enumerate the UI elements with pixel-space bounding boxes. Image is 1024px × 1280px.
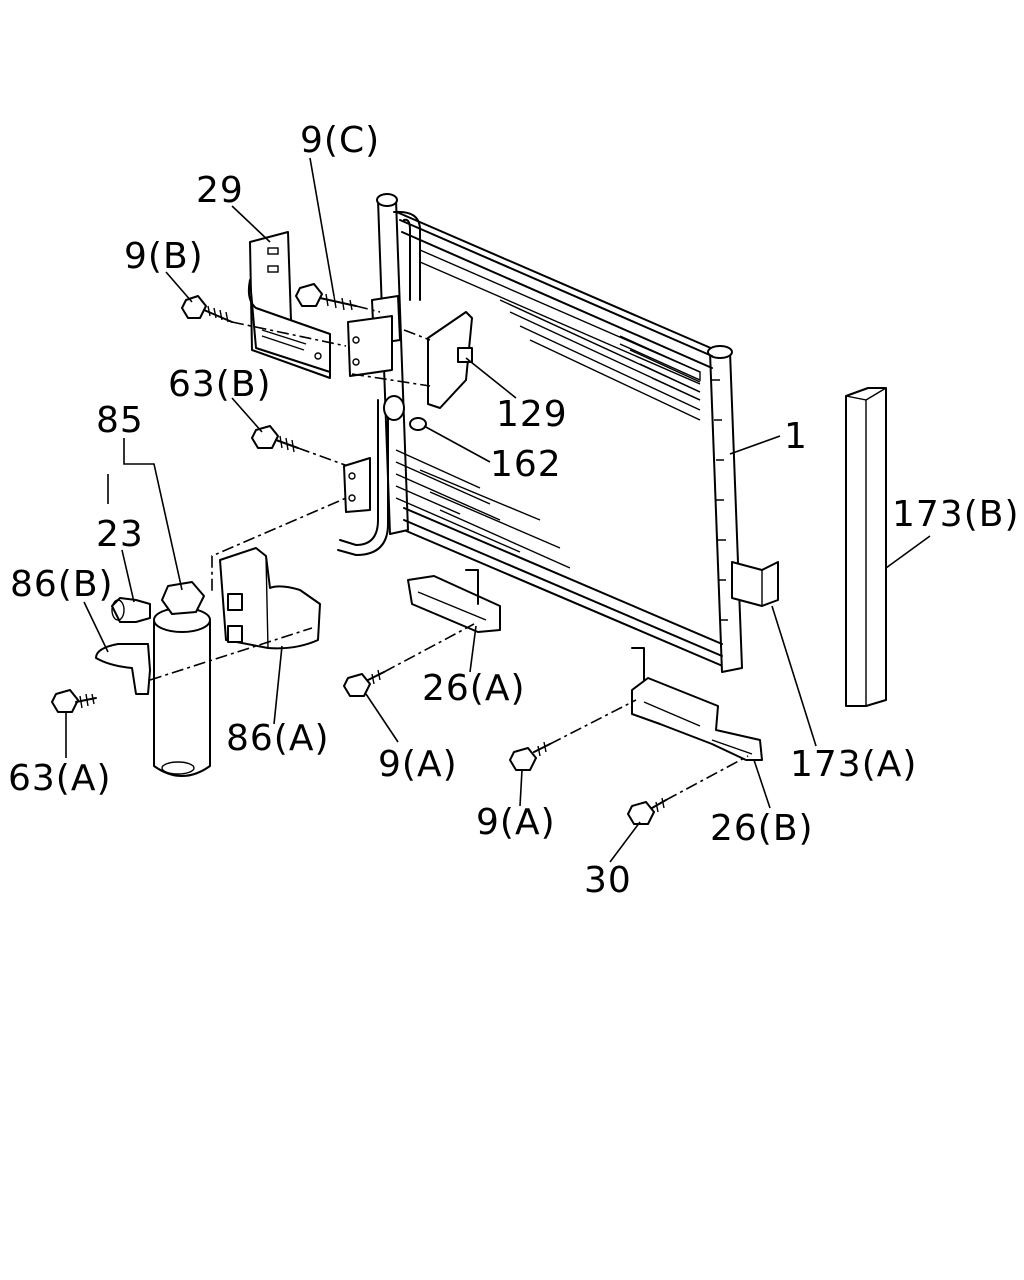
- callout-86b: 86(B): [10, 564, 114, 605]
- callout-162: 162: [490, 444, 562, 485]
- bolt-63b: [251, 425, 299, 453]
- receiver-drier-85: [111, 581, 211, 777]
- callout-129: 129: [496, 394, 568, 435]
- clamp-86b: [95, 643, 151, 695]
- callout-26a: 26(A): [422, 668, 526, 709]
- bolt-30: [627, 797, 667, 825]
- alignment-lines: [149, 305, 749, 801]
- seal-173a: [731, 561, 779, 607]
- callout-23: 23: [96, 514, 144, 555]
- bolt-9b: [181, 295, 233, 323]
- callout-30: 30: [584, 860, 632, 901]
- bolt-9a-2: [509, 741, 551, 771]
- callout-26b: 26(B): [710, 808, 814, 849]
- seal-173b: [845, 387, 887, 707]
- bracket-129: [347, 311, 473, 409]
- callout-1: 1: [784, 416, 808, 457]
- callout-86a: 86(A): [226, 718, 330, 759]
- bolt-9a-1: [343, 669, 385, 697]
- bracket-29: [247, 231, 331, 379]
- clamp-86a: [219, 547, 321, 650]
- callout-9a-2: 9(A): [476, 802, 556, 843]
- bolt-9c: [295, 283, 357, 311]
- callout-9c: 9(C): [300, 120, 380, 161]
- bolt-63a: [51, 689, 97, 713]
- o-ring-162: [383, 395, 427, 431]
- leader-lines: [65, 157, 931, 863]
- callout-63b: 63(B): [168, 364, 272, 405]
- bracket-26a: [407, 569, 501, 633]
- callout-29: 29: [196, 170, 244, 211]
- callout-85: 85: [96, 400, 144, 441]
- condenser: [337, 193, 743, 673]
- callout-173b: 173(B): [892, 494, 1020, 535]
- lower-bracket: [343, 457, 371, 513]
- bracket-26b: [631, 647, 763, 761]
- callout-63a: 63(A): [8, 758, 112, 799]
- callout-9a-1: 9(A): [378, 744, 458, 785]
- callout-173a: 173(A): [790, 744, 917, 785]
- callout-9b: 9(B): [124, 236, 204, 277]
